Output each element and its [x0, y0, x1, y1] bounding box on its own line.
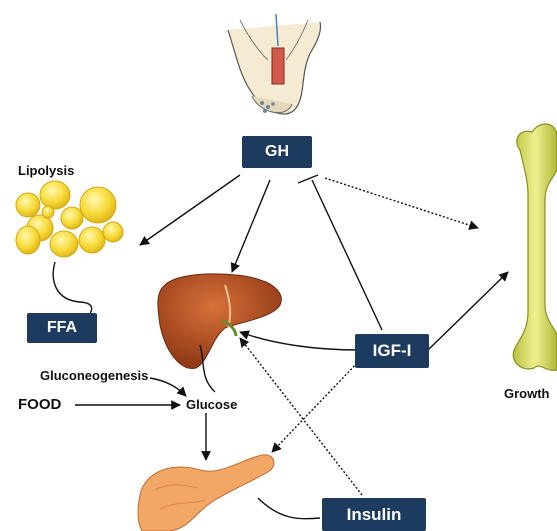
- arrow-igf-to-pancreas: [272, 360, 360, 452]
- lipolysis-label: Lipolysis: [18, 163, 74, 178]
- arrow-gh-to-bone: [325, 178, 478, 228]
- arrow-gh-to-fat: [140, 175, 240, 245]
- pituitary-icon: [228, 14, 321, 114]
- pancreas-icon: [138, 455, 274, 531]
- arrow-gluconeogenesis-to-glucose: [150, 378, 186, 396]
- line-fat-to-ffa: [53, 262, 91, 314]
- fat-cells-icon: [16, 181, 123, 257]
- line-gh-to-igf: [312, 180, 382, 330]
- arrow-gh-to-liver: [232, 180, 270, 272]
- arrow-igf-to-bone: [428, 272, 508, 350]
- ffa-node: FFA: [27, 313, 97, 343]
- bone-icon: [513, 124, 557, 370]
- gh-node: GH: [242, 136, 312, 168]
- gluconeogenesis-label: Gluconeogenesis: [40, 368, 148, 383]
- insulin-node: Insulin: [322, 498, 426, 531]
- line-gh-short: [298, 175, 318, 183]
- liver-icon: [158, 274, 281, 369]
- food-label: FOOD: [18, 396, 61, 413]
- growth-label: Growth: [504, 386, 550, 401]
- glucose-label: Glucose: [186, 397, 237, 412]
- line-pancreas-to-insulin: [258, 498, 320, 519]
- arrow-igf-to-liver: [240, 332, 358, 350]
- igf-node: IGF-I: [355, 334, 429, 368]
